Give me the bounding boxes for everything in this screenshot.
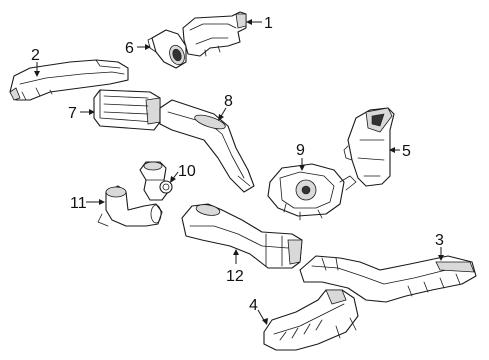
part-9-actuator-motor[interactable] xyxy=(267,163,357,221)
callout-10: 10 xyxy=(178,163,196,180)
part-4-floor-outlet[interactable] xyxy=(263,289,359,351)
part-7-rectangular-duct[interactable] xyxy=(93,89,161,131)
callout-9: 9 xyxy=(296,142,305,159)
part-6-outlet-nozzle[interactable] xyxy=(147,29,187,69)
part-3-floor-duct[interactable] xyxy=(299,255,477,303)
callout-labels: 1 2 3 4 5 6 7 8 9 10 11 12 xyxy=(31,15,444,314)
part-12-lower-duct[interactable] xyxy=(181,203,303,269)
callout-2: 2 xyxy=(31,47,40,64)
callout-8: 8 xyxy=(224,93,233,110)
callout-1: 1 xyxy=(264,15,273,32)
part-5-outlet-housing[interactable] xyxy=(343,107,395,187)
callout-3: 3 xyxy=(435,232,444,249)
part-8-angled-duct[interactable] xyxy=(159,99,255,193)
callout-6: 6 xyxy=(125,40,134,57)
leader-lines xyxy=(34,19,444,325)
part-11-bent-pipe[interactable] xyxy=(97,185,163,227)
callout-7: 7 xyxy=(68,105,77,122)
part-10-connector-elbow[interactable] xyxy=(139,161,173,201)
callout-11: 11 xyxy=(70,195,87,212)
part-1-duct-elbow[interactable] xyxy=(182,11,247,57)
part-2-left-duct[interactable] xyxy=(9,59,129,101)
callout-12: 12 xyxy=(226,268,244,285)
callout-4: 4 xyxy=(249,297,258,314)
callout-5: 5 xyxy=(402,143,411,160)
